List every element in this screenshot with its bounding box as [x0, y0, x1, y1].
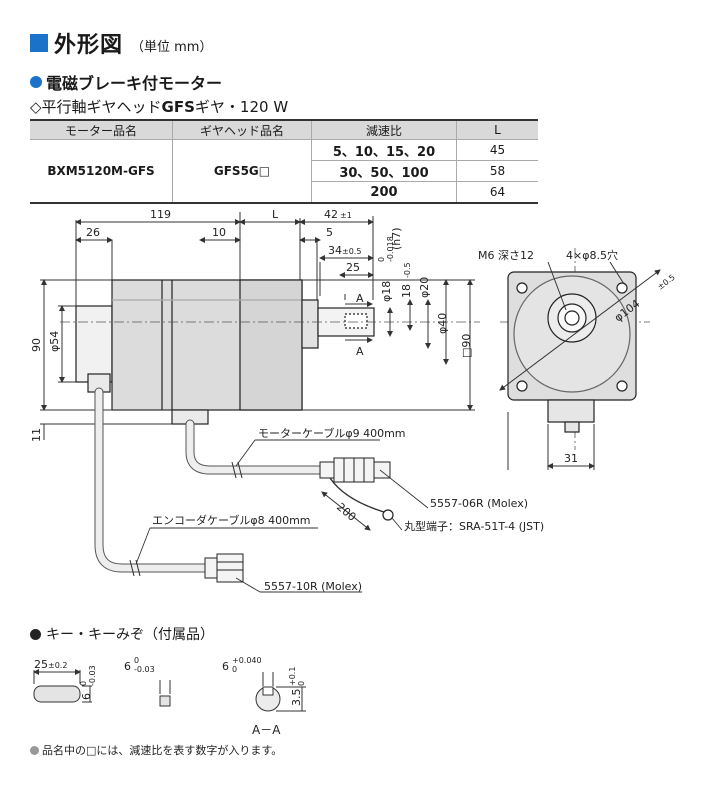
dim-42-tol: ±1 — [340, 211, 352, 220]
section-a-bottom: A — [356, 345, 364, 358]
dim-pcd-tol: ±0.5 — [656, 273, 677, 292]
key-dim-6h: 6 — [124, 660, 131, 673]
key-dim-6h-tol-low: -0.03 — [134, 665, 155, 674]
bullet-dot-icon — [30, 76, 42, 88]
key-dim-6s: 6 — [222, 660, 229, 673]
key-dim-25: 25 — [34, 658, 48, 671]
cell-gearhead: GFS5G□ — [172, 139, 312, 204]
dim-phi18: φ18 — [380, 281, 393, 302]
dim-phi20: φ20 — [418, 277, 431, 298]
cell-ratio: 5、10、15、20 — [311, 139, 457, 161]
cell-L: 64 — [456, 181, 538, 204]
page-title: 外形図 （単位 mm） — [30, 28, 212, 58]
dim-18-tol: -0.5 — [403, 262, 412, 278]
key-dim-6v-tol-low: -0.03 — [88, 665, 97, 686]
col-header-gearhead: ギヤヘッド品名 — [172, 119, 312, 140]
dim-11: 11 — [30, 428, 43, 442]
subsection-bold: GFS — [161, 97, 195, 116]
section-title: 電磁ブレーキ付モーター — [30, 70, 222, 94]
dim-10: 10 — [212, 226, 226, 239]
cell-ratio: 200 — [311, 181, 457, 204]
bullet-dot-icon — [30, 628, 41, 640]
key-dim-6v: 6 — [80, 693, 93, 700]
table-row: 30、50、100 58 — [30, 160, 538, 182]
note-dot-icon — [30, 745, 39, 755]
dim-31: 31 — [564, 452, 578, 465]
key-dim-35: 3.5 — [290, 689, 303, 707]
dim-90: 90 — [30, 338, 43, 352]
key-dim-25-tol: ±0.2 — [48, 661, 67, 670]
label-encoder-cable: エンコーダケーブルφ8 400mm — [152, 513, 311, 527]
dim-34: 34 — [328, 244, 342, 257]
dim-5: 5 — [326, 226, 333, 239]
key-section-aa: A－A — [252, 723, 281, 737]
key-section-title: キー・キーみぞ（付属品） — [30, 624, 214, 644]
label-conn-encoder: 5557-10R (Molex) — [264, 580, 362, 593]
key-dim-6v-tol-up: 0 — [79, 681, 88, 686]
label-holes: 4×φ8.5穴 — [566, 248, 618, 262]
section-title-text: 電磁ブレーキ付モーター — [46, 74, 223, 93]
dim-phi54: φ54 — [48, 331, 61, 352]
dim-119: 119 — [150, 208, 171, 221]
dim-sq90: □90 — [460, 334, 473, 358]
dim-phi40: φ40 — [436, 313, 449, 334]
dim-42: 42 — [324, 208, 338, 221]
cell-motor: BXM5120M-GFS — [30, 139, 173, 204]
dim-phi18-tol-up: 0 — [377, 257, 386, 262]
cell-L: 45 — [456, 139, 538, 161]
col-header-ratio: 減速比 — [311, 119, 457, 140]
key-dim-35-tol-low: 0 — [297, 681, 306, 686]
key-dim-6s-tol-up: +0.040 — [232, 656, 262, 665]
col-header-L: L — [456, 119, 538, 140]
cell-L: 58 — [456, 160, 538, 182]
table-row: 200 64 — [30, 181, 538, 204]
label-terminal: 丸型端子：SRA-51T-4 (JST) — [404, 519, 544, 533]
section-a-top: A — [356, 292, 364, 305]
subsection-title: ◇平行軸ギヤヘッド GFS ギヤ・120 W — [30, 96, 288, 117]
dim-phi18-tol-low: -0.018 — [386, 236, 395, 262]
spec-table: モーター品名 ギヤヘッド品名 減速比 L BXM5120M-GFS GFS5G□… — [30, 119, 538, 204]
key-dim-35-tol-up: +0.1 — [288, 667, 297, 686]
footnote: 品名中の□には、減速比を表す数字が入ります。 — [30, 742, 282, 758]
dim-26: 26 — [86, 226, 100, 239]
title-unit: （単位 mm） — [131, 39, 213, 55]
dim-L: L — [272, 208, 279, 221]
label-motor-cable: モーターケーブルφ9 400mm — [258, 426, 406, 440]
subsection-prefix: ◇平行軸ギヤヘッド — [30, 98, 162, 116]
label-conn-motor: 5557-06R (Molex) — [430, 497, 528, 510]
title-text: 外形図 — [54, 33, 124, 58]
footnote-text: 品名中の□には、減速比を表す数字が入ります。 — [42, 744, 283, 757]
col-header-motor: モーター品名 — [30, 119, 173, 140]
dim-34-tol: ±0.5 — [342, 247, 361, 256]
key-dim-6h-tol-up: 0 — [134, 656, 139, 665]
key-section-title-text: キー・キーみぞ（付属品） — [46, 627, 214, 643]
dim-18: 18 — [400, 284, 413, 298]
title-square-icon — [30, 34, 48, 52]
subsection-suffix: ギヤ・120 W — [194, 98, 289, 116]
dim-phi18-fit: (h7) — [390, 227, 403, 250]
table-row: BXM5120M-GFS GFS5G□ 5、10、15、20 45 — [30, 139, 538, 204]
label-m6: M6 深さ12 — [478, 249, 534, 262]
key-dim-6s-tol-low: 0 — [232, 665, 237, 674]
dim-25: 25 — [346, 261, 360, 274]
cell-ratio: 30、50、100 — [311, 160, 457, 182]
